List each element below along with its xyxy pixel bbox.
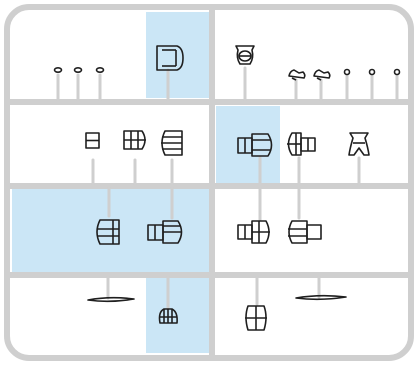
drum-wide-part (287, 132, 316, 156)
pedestal-part (348, 132, 370, 156)
drum-wide-part (237, 133, 273, 157)
small-ring-part (73, 67, 83, 74)
drum-wide-part (147, 220, 183, 244)
highlight-cell (146, 278, 210, 353)
sprue-parts (53, 45, 401, 331)
small-ring-part (393, 68, 401, 76)
drum-wide-part (237, 220, 270, 244)
drum-wide-part (288, 220, 322, 244)
square-plate-part (85, 132, 100, 149)
drum-wide-part (161, 130, 183, 156)
small-ring-part (343, 68, 351, 76)
sprue-frame (4, 4, 414, 361)
drum-part (123, 130, 146, 150)
sprue-gates (56, 66, 399, 310)
small-ring-part (368, 68, 376, 76)
dome-part (158, 308, 178, 324)
plank-part (295, 294, 347, 301)
plank-part (87, 296, 135, 303)
highlight-cell (216, 106, 280, 184)
box-hatch-part (245, 305, 267, 331)
small-ring-part (95, 67, 105, 74)
drum-wide-part (96, 219, 120, 245)
small-ring-part (53, 67, 63, 74)
turret-mount-part (235, 45, 255, 65)
highlight-cell (146, 12, 210, 98)
cupola-box-part (156, 45, 184, 71)
binoculars-part (288, 69, 306, 81)
binoculars-part (313, 69, 331, 81)
highlight-cell (12, 189, 210, 272)
